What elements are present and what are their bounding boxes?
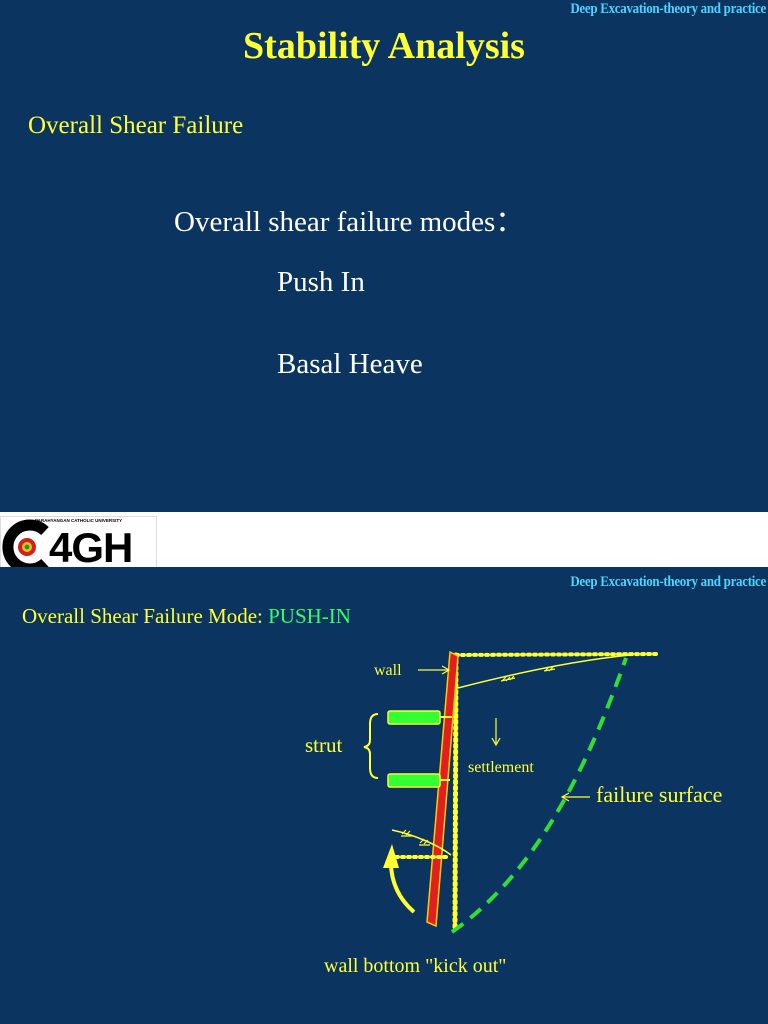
strut-lower	[387, 773, 450, 788]
push-in-diagram	[363, 650, 658, 934]
wall-label: wall	[374, 662, 402, 679]
heave-soil-icon	[401, 829, 430, 846]
section-subtitle: Overall Shear Failure	[28, 112, 244, 139]
mode-item-push-in: Push In	[277, 266, 365, 298]
failure-surface-line	[450, 657, 628, 934]
failure-surface-label: failure surface	[596, 782, 723, 807]
settlement-label: settlement	[468, 759, 534, 776]
settlement-curve	[457, 654, 631, 689]
settlement-arrow-icon	[491, 718, 501, 747]
mode-item-basal-heave: Basal Heave	[277, 348, 423, 380]
modes-heading: Overall shear failure modes：	[174, 206, 525, 238]
excavation-face	[452, 652, 459, 933]
page-title: Stability Analysis	[243, 25, 525, 67]
mode-heading: Overall Shear Failure Mode: PUSH-IN	[22, 604, 351, 629]
strut-brace	[363, 713, 379, 779]
mode-value: PUSH-IN	[268, 604, 351, 628]
wall-arrow-icon	[418, 665, 451, 675]
mode-label: Overall Shear Failure Mode:	[22, 604, 269, 628]
ground-surface	[454, 652, 658, 657]
university-logo: PARAHYANGAN CATHOLIC UNIVERSITY 4GH	[0, 516, 157, 576]
heave-curve	[391, 829, 452, 856]
logo-text: 4GH	[49, 524, 133, 571]
slide-stability-analysis: Deep Excavation-theory and practice Stab…	[0, 0, 768, 512]
strut-label: strut	[305, 733, 343, 757]
header-tag: Deep Excavation-theory and practice	[570, 0, 766, 17]
failure-arrow-icon	[560, 792, 590, 802]
strut-upper	[387, 710, 452, 725]
logo-caption: PARAHYANGAN CATHOLIC UNIVERSITY	[35, 518, 123, 523]
kick-out-arrow-icon	[383, 844, 416, 914]
settlement-soil-icon	[500, 666, 556, 682]
kick-out-label: wall bottom "kick out"	[324, 955, 507, 977]
header-tag-2: Deep Excavation-theory and practice	[570, 573, 766, 590]
slide-push-in: Deep Excavation-theory and practice	[0, 567, 768, 1024]
